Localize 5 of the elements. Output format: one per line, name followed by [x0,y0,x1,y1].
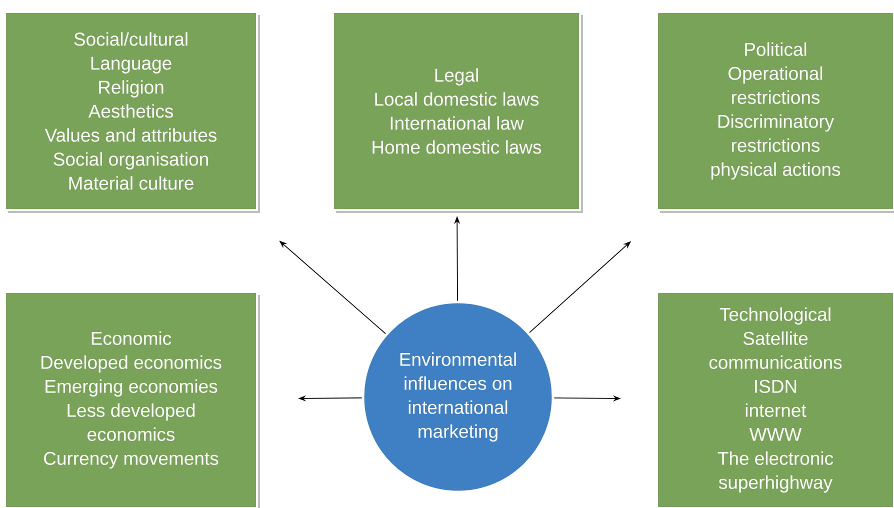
category-box: Legal Local domestic laws International law Home domestic laws [332,11,583,213]
category-box: Political Operational restrictions Discriminatory restrictions physical actions [656,11,894,213]
category-box: Social/cultural Language Religion Aesthetics Values and attributes Social organisation Material culture [4,11,260,213]
category-box: Technological Satellite communications ISDN internet WWW The electronic superhighway [656,291,894,508]
category-box: Economic Developed economics Emerging economies Less developed economics Currency movements [4,291,260,508]
